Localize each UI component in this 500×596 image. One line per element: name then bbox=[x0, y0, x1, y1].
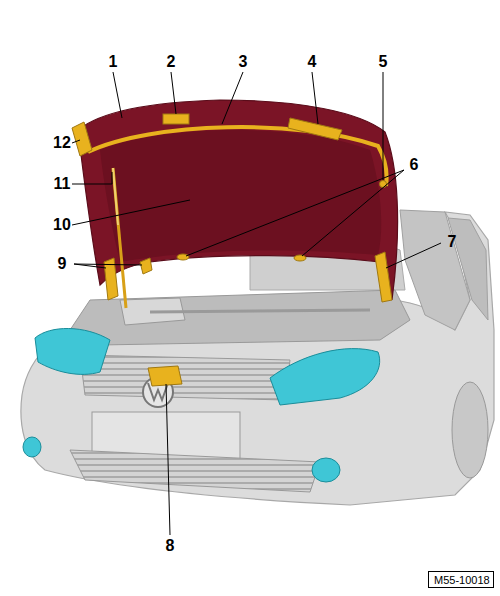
callout-number: 8 bbox=[166, 538, 175, 554]
crossmember bbox=[150, 310, 370, 312]
leader-lines bbox=[72, 72, 441, 535]
fog-light-right bbox=[312, 458, 340, 482]
callout-number: 5 bbox=[379, 54, 388, 70]
callout-number: 3 bbox=[239, 54, 248, 70]
pad-4 bbox=[288, 118, 342, 140]
figure-id: M55-10018 bbox=[434, 575, 488, 586]
headlight-right bbox=[270, 349, 380, 405]
hinge-left-b bbox=[140, 258, 152, 274]
callout-number: 12 bbox=[53, 135, 71, 151]
figure-id-box: M55-10018 bbox=[428, 571, 494, 588]
seal bbox=[88, 127, 387, 186]
callout-number: 1 bbox=[109, 54, 118, 70]
stop-5 bbox=[380, 181, 387, 188]
buffer-6b bbox=[294, 255, 306, 261]
bonnet bbox=[78, 100, 398, 300]
upper-grille bbox=[80, 355, 290, 400]
callout-number: 7 bbox=[448, 234, 457, 250]
lower-grille bbox=[70, 450, 320, 492]
side-window bbox=[448, 218, 488, 320]
callout-number: 10 bbox=[53, 217, 71, 233]
latch-2 bbox=[163, 114, 189, 124]
pad-12 bbox=[72, 122, 92, 156]
bonnet-lock bbox=[148, 366, 182, 386]
buffer-6a bbox=[177, 254, 189, 260]
callout-number: 11 bbox=[54, 176, 71, 192]
callout-number: 2 bbox=[167, 54, 176, 70]
engine-bay bbox=[70, 290, 410, 345]
callout-number: 9 bbox=[58, 256, 67, 272]
callout-number: 6 bbox=[410, 157, 419, 173]
hinge-right bbox=[375, 252, 392, 302]
callout-number: 4 bbox=[308, 54, 317, 70]
headlight-left bbox=[35, 328, 110, 374]
wheel bbox=[452, 382, 488, 478]
fog-light-left bbox=[23, 437, 41, 457]
